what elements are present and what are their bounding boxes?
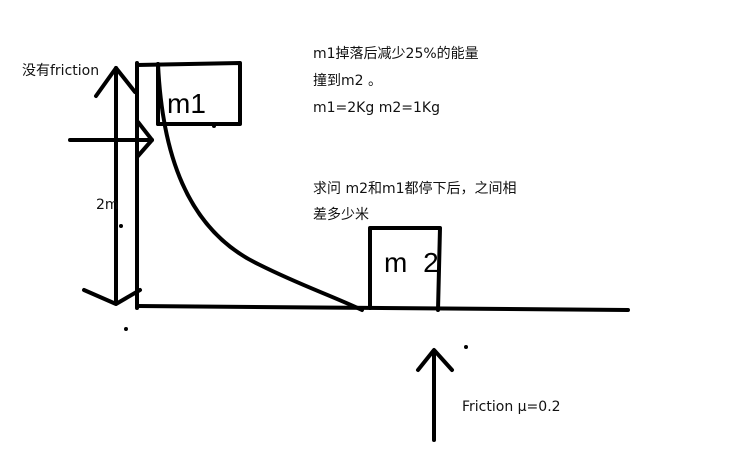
m1-label: m1	[167, 88, 206, 119]
friction-label: Friction μ=0.2	[462, 399, 561, 415]
dot	[212, 124, 216, 128]
problem-line-4: 求问 m2和m1都停下后，之间相	[313, 181, 517, 197]
dot	[119, 224, 123, 228]
problem-line-2: 撞到m2 。	[313, 73, 382, 89]
arrow-up-head-icon	[94, 66, 137, 98]
curved-ramp	[156, 62, 364, 312]
height-label: 2m	[96, 197, 119, 213]
ground-line	[135, 304, 630, 312]
m1-box	[135, 61, 242, 126]
m2-box	[368, 226, 442, 312]
arrow-up-head-icon	[416, 348, 454, 372]
problem-line-1: m1掉落后减少25%的能量	[313, 46, 479, 62]
problem-line-5: 差多少米	[313, 207, 369, 223]
dot	[464, 345, 468, 349]
arrow-down-head-icon	[82, 288, 142, 306]
problem-line-3: m1=2Kg m2=1Kg	[313, 100, 440, 116]
arrow-right-head-icon	[136, 120, 154, 158]
no-friction-label: 没有friction	[22, 63, 100, 79]
m2-label: m 2	[384, 247, 443, 278]
dot	[124, 327, 128, 331]
